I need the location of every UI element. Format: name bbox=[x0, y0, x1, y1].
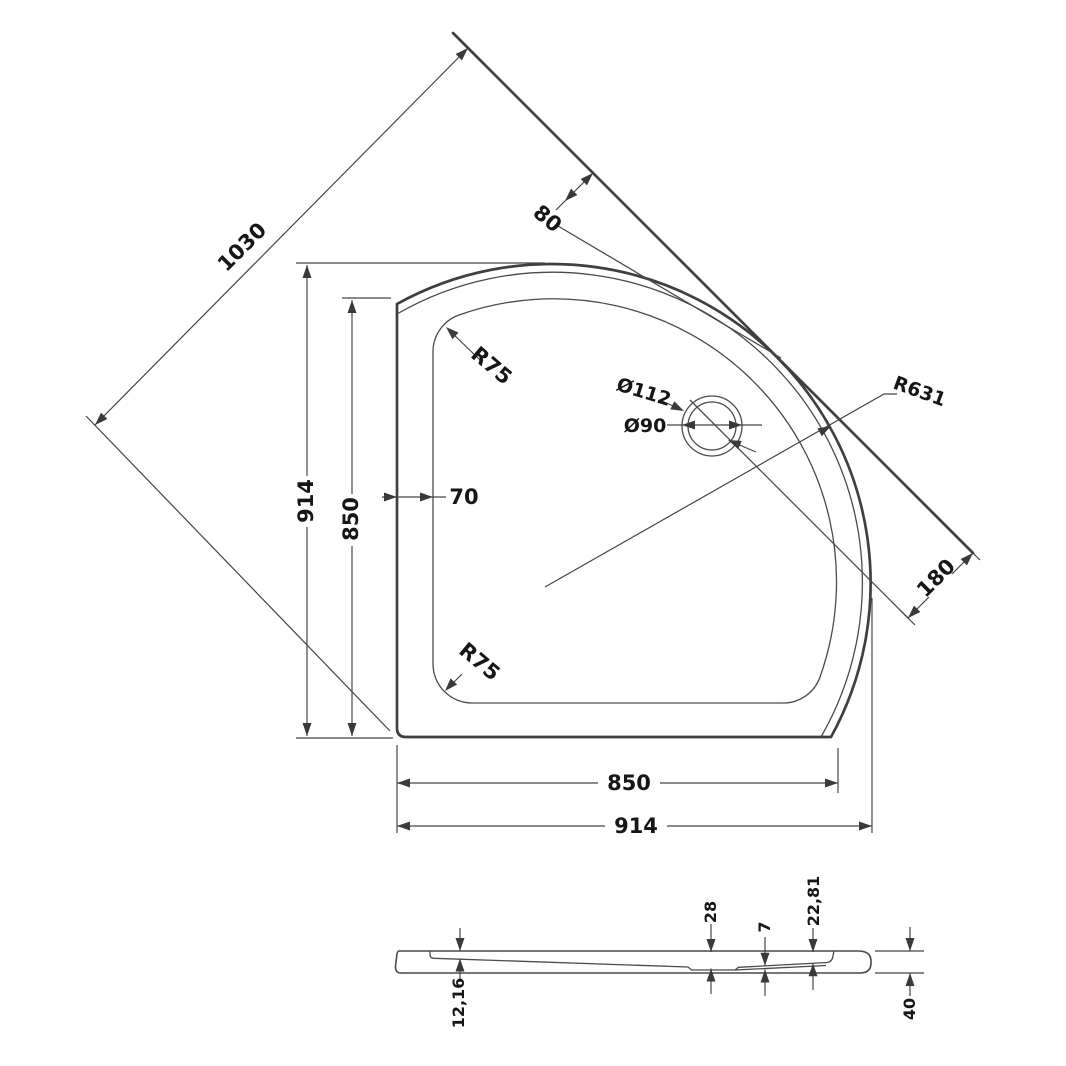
dim-label-7: 7 bbox=[755, 921, 774, 932]
waste-hole-inner bbox=[687, 401, 737, 451]
dim-radius-r631: R631 bbox=[544, 372, 949, 588]
dim-label-850-height: 850 bbox=[339, 497, 363, 541]
dim-height-914: 914 bbox=[294, 262, 545, 739]
dim-waste-dia-112: Ø112 bbox=[614, 374, 686, 416]
dim-waste-dia-90: Ø90 bbox=[624, 415, 762, 453]
dim-label-r631: R631 bbox=[890, 372, 949, 411]
dim-section-7: 7 bbox=[755, 921, 774, 996]
section-profile-outline bbox=[394, 950, 872, 974]
dim-corner-180: 180 bbox=[900, 545, 981, 626]
plan-view: 1030 80 R631 914 bbox=[85, 31, 981, 838]
dim-width-914: 914 bbox=[397, 598, 873, 838]
rim-chord-line bbox=[557, 225, 782, 359]
tangent-line bbox=[451, 31, 975, 555]
section-basin-floor bbox=[429, 950, 835, 971]
dim-label-914-height: 914 bbox=[294, 479, 318, 523]
dim-label-dia90: Ø90 bbox=[624, 415, 667, 437]
dim-wall-70: 70 bbox=[382, 485, 479, 509]
waste-hole-outer bbox=[681, 395, 743, 457]
tray-outer-outline bbox=[395, 262, 872, 739]
dim-height-850: 850 bbox=[339, 297, 391, 736]
dim-label-dia112: Ø112 bbox=[614, 374, 674, 411]
dim-label-850-width: 850 bbox=[607, 771, 651, 795]
dim-label-180: 180 bbox=[912, 554, 960, 602]
dim-section-12-16: 12,16 bbox=[449, 928, 468, 1028]
dim-label-r75-top: R75 bbox=[466, 342, 516, 390]
dim-label-22-81: 22,81 bbox=[804, 876, 823, 927]
dim-diagonal-1030: 1030 bbox=[85, 44, 472, 732]
dim-section-22-81: 22,81 bbox=[804, 876, 823, 990]
dim-radius-r75-top: R75 bbox=[442, 323, 517, 390]
section-view: 12,16 28 7 22,81 bbox=[394, 876, 924, 1028]
corner-chord-line bbox=[689, 399, 909, 619]
basin-outline bbox=[432, 298, 838, 704]
dim-label-40: 40 bbox=[900, 998, 919, 1020]
dim-width-850: 850 bbox=[396, 745, 839, 833]
dim-label-28: 28 bbox=[701, 901, 720, 923]
dim-label-914-width: 914 bbox=[614, 814, 658, 838]
dim-rim-80: 80 bbox=[529, 169, 597, 237]
dim-section-40: 40 bbox=[875, 927, 924, 1020]
dim-label-r75-bottom: R75 bbox=[454, 638, 504, 686]
dim-label-70: 70 bbox=[449, 485, 478, 509]
dim-label-12-16: 12,16 bbox=[449, 978, 468, 1029]
tray-rim-inner-edge bbox=[396, 271, 864, 738]
section-recess-line bbox=[734, 964, 827, 971]
dim-radius-r75-bottom: R75 bbox=[441, 638, 505, 695]
dim-label-1030: 1030 bbox=[213, 218, 271, 276]
dim-section-28: 28 bbox=[701, 901, 720, 994]
